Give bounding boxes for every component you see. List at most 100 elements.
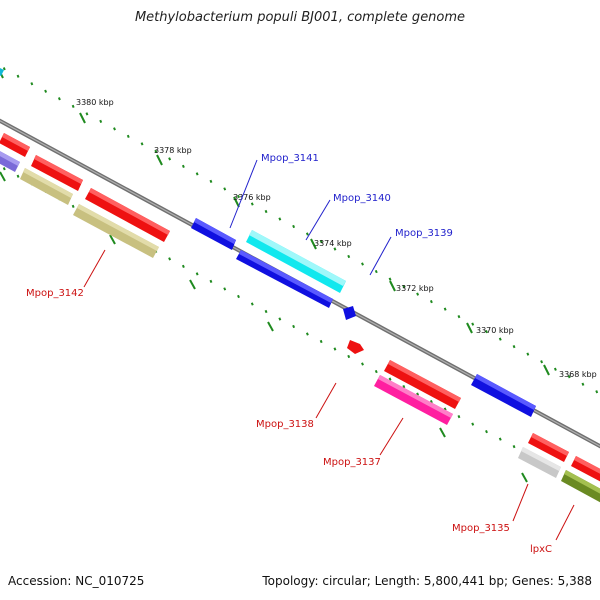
tick-dot [126,134,130,138]
tick-dot [498,337,502,341]
tick-dot [512,445,516,449]
tick-mark [156,154,163,166]
gene-arrow [85,188,170,242]
tick-dot [237,194,240,199]
map-title: Methylobacterium populi BJ001, complete … [134,10,466,25]
gene-mpop-3138 [347,340,364,354]
tick-dot [168,257,172,261]
tick-dot [319,239,323,244]
tick-dot [471,322,475,326]
tick-dot [2,167,6,171]
tick-dot [374,369,378,374]
tick-dot [223,287,227,291]
tick-label-3370: 3370 kbp [476,326,514,335]
tick-dot [278,217,282,221]
label-mpop-3137: Mpop_3137 [323,457,381,468]
tick-dot [361,362,364,366]
tick-dot [402,284,406,289]
label-mpop-3141: Mpop_3141 [261,153,319,164]
gene-lpxc [561,470,600,503]
tick-dot [223,187,227,191]
tick-dot [319,339,323,344]
tick-label-3374: 3374 kbp [314,239,352,248]
tick-dot [292,324,296,329]
tick-dot [512,345,516,349]
tick-dot [457,315,461,319]
tick-dot [429,299,433,304]
tick-dot [85,112,89,116]
tick-dot [16,174,20,178]
tick-dot [485,330,488,334]
tick-label-3378: 3378 kbp [154,146,192,155]
forward-genes [0,68,536,417]
tick-dot [485,430,488,434]
tick-dot [195,272,199,276]
tick-dot [361,262,364,266]
gene-arrow [0,68,4,76]
tick-label-3376: 3376 kbp [233,193,271,202]
tick-dot [2,67,6,71]
tick-label-3372: 3372 kbp [396,284,434,293]
tick-dot [99,119,103,123]
tick-mark [310,238,317,250]
tick-dot [347,254,351,259]
tick-dot [333,347,337,351]
tick-dot [154,149,158,154]
tick-dot [264,309,268,314]
reverse-genes [0,151,600,503]
tick-dot [209,279,213,284]
tick-label-3380: 3380 kbp [76,98,114,107]
tick-dot [567,375,571,379]
tick-mark [543,364,550,376]
tick-dot [457,415,461,419]
label-mpop-3142: Mpop_3142 [26,288,84,299]
tick-dot [195,172,199,176]
tick-dot [250,202,254,206]
tick-mark [79,112,86,124]
label-mpop-3140: Mpop_3140 [333,193,391,204]
kbp-ticks: 3380 kbp 3378 kbp 3376 kbp 3374 kbp 3372… [0,69,597,483]
tick-dot [57,97,61,101]
tick-dot [498,437,502,441]
tick-dot [209,179,213,184]
tick-dot [581,382,585,386]
tick-mark [389,280,396,292]
tick-dot [16,74,20,78]
tick-dot [526,352,530,356]
tick-dot [388,277,392,281]
tick-dot [416,292,420,296]
outer-tick-track [2,67,599,394]
gene-arrow [471,374,536,417]
tick-dot [181,264,185,269]
tick-label-3368: 3368 kbp [559,370,597,379]
tick-mark [466,322,473,334]
tick-mark [233,196,240,208]
tick-dot [305,332,309,336]
tick-dot [71,104,75,108]
label-mpop-3138: Mpop_3138 [256,419,314,430]
tick-dot [416,392,420,396]
gene-mpop-3137 [374,375,453,425]
tick-dot [30,82,34,86]
tick-dot [305,232,309,236]
label-lpxc: lpxC [530,544,552,555]
tick-dot [374,269,378,274]
tick-dot [402,384,406,389]
tick-dot [181,164,185,169]
gene-arrow [571,456,600,482]
label-mpop-3139: Mpop_3139 [395,228,453,239]
tick-dot [540,360,544,364]
tick-dot [429,399,433,404]
tick-dot [44,89,48,93]
tick-dot [113,127,116,131]
tick-dot [278,317,282,321]
tick-dot [443,307,447,311]
label-mpop-3135: Mpop_3135 [452,523,510,534]
tick-dot [237,294,240,299]
tick-dot [388,377,392,381]
label-leaders [83,159,575,541]
tick-dot [443,407,447,411]
tick-dot [168,157,172,161]
tick-dot [250,302,254,306]
